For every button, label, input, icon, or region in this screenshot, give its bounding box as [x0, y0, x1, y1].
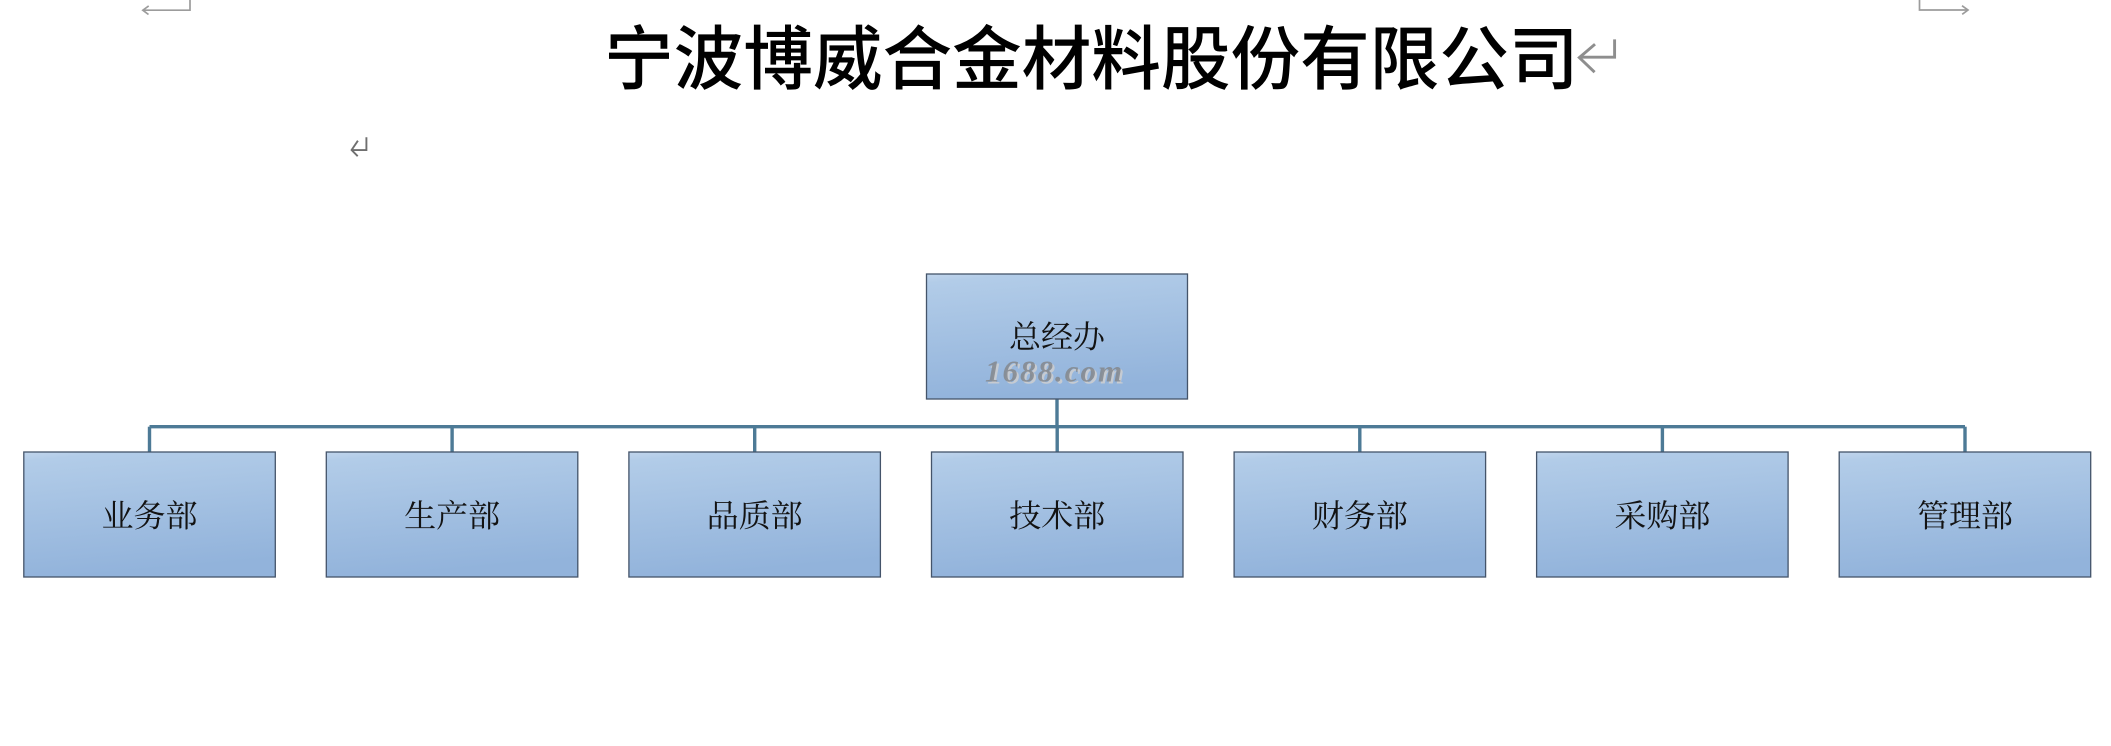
- svg-text:1688.com: 1688.com: [987, 355, 1126, 390]
- svg-text:1688.com: 1688.com: [985, 354, 1124, 389]
